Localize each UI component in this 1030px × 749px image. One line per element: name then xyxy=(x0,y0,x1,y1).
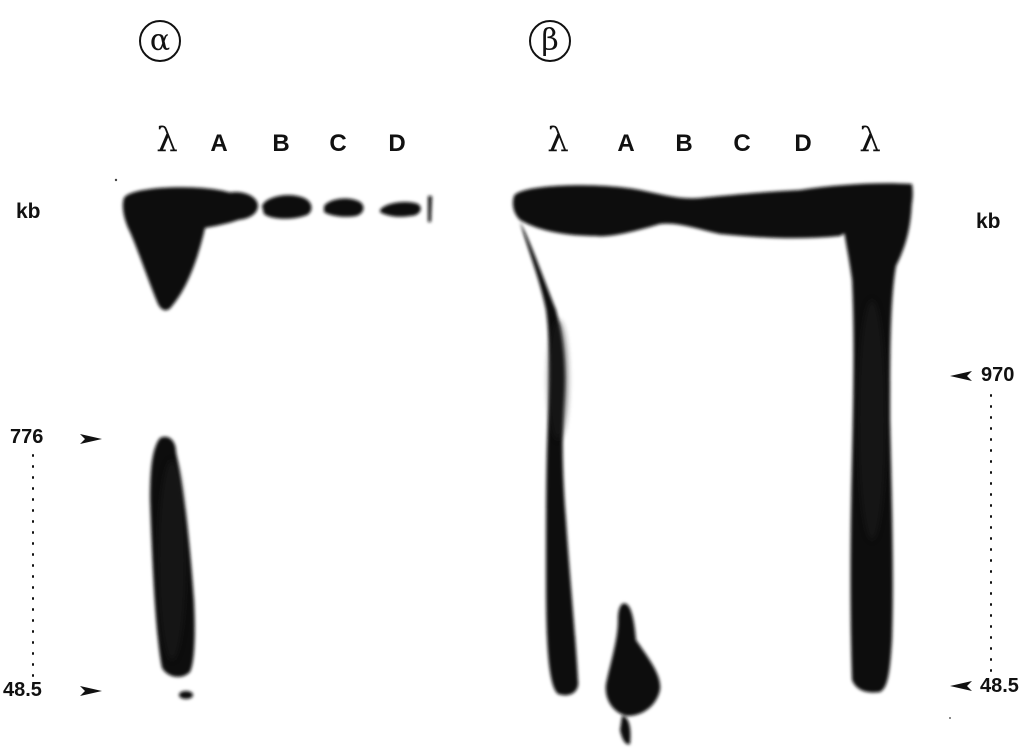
alpha-lane-label-a: A xyxy=(210,130,228,157)
beta-lane-label-a: A xyxy=(617,130,635,157)
panel-beta-gel xyxy=(512,183,913,745)
alpha-lane-b-well xyxy=(262,195,312,219)
alpha-lane-c-well xyxy=(324,198,364,217)
beta-lane-a-sample xyxy=(605,603,661,716)
beta-unit-label: kb xyxy=(976,210,1001,233)
alpha-lambda-well-smear xyxy=(122,187,254,311)
beta-marker-48-5: 48.5 xyxy=(980,675,1019,697)
beta-970-arrow-icon xyxy=(950,371,972,381)
beta-48-5-arrow-icon xyxy=(950,681,972,691)
alpha-lane-d-well xyxy=(380,202,421,217)
panel-alpha-badge: α xyxy=(139,20,181,62)
beta-lane-label-c: C xyxy=(733,130,751,157)
alpha-marker-776: 776 xyxy=(10,426,44,448)
alpha-lane-label-d: D xyxy=(388,130,406,157)
alpha-lane-label-b: B xyxy=(272,130,290,157)
alpha-lane-a-well xyxy=(214,192,258,220)
alpha-unit-label: kb xyxy=(16,200,41,223)
beta-well-row xyxy=(512,183,913,239)
alpha-lane-label-c: C xyxy=(329,130,347,157)
alpha-lane-d-tick xyxy=(428,196,432,222)
beta-lane-label-lambda-right: λ xyxy=(859,120,881,160)
alpha-lane-label-lambda: λ xyxy=(156,120,178,160)
alpha-marker-48-5: 48.5 xyxy=(3,679,42,701)
beta-lane-label-d: D xyxy=(794,130,812,157)
alpha-48-5-arrow-icon xyxy=(80,686,102,696)
beta-lane-a-tail xyxy=(620,716,631,745)
alpha-lambda-bottom-band xyxy=(179,691,193,699)
beta-marker-970: 970 xyxy=(981,364,1015,386)
panel-beta-badge: β xyxy=(529,20,571,62)
alpha-776-arrow-icon xyxy=(80,434,102,444)
beta-texture xyxy=(158,300,886,660)
beta-left-lambda-lane xyxy=(520,222,579,696)
beta-lane-label-b: B xyxy=(675,130,693,157)
beta-lane-label-lambda-left: λ xyxy=(547,120,569,160)
